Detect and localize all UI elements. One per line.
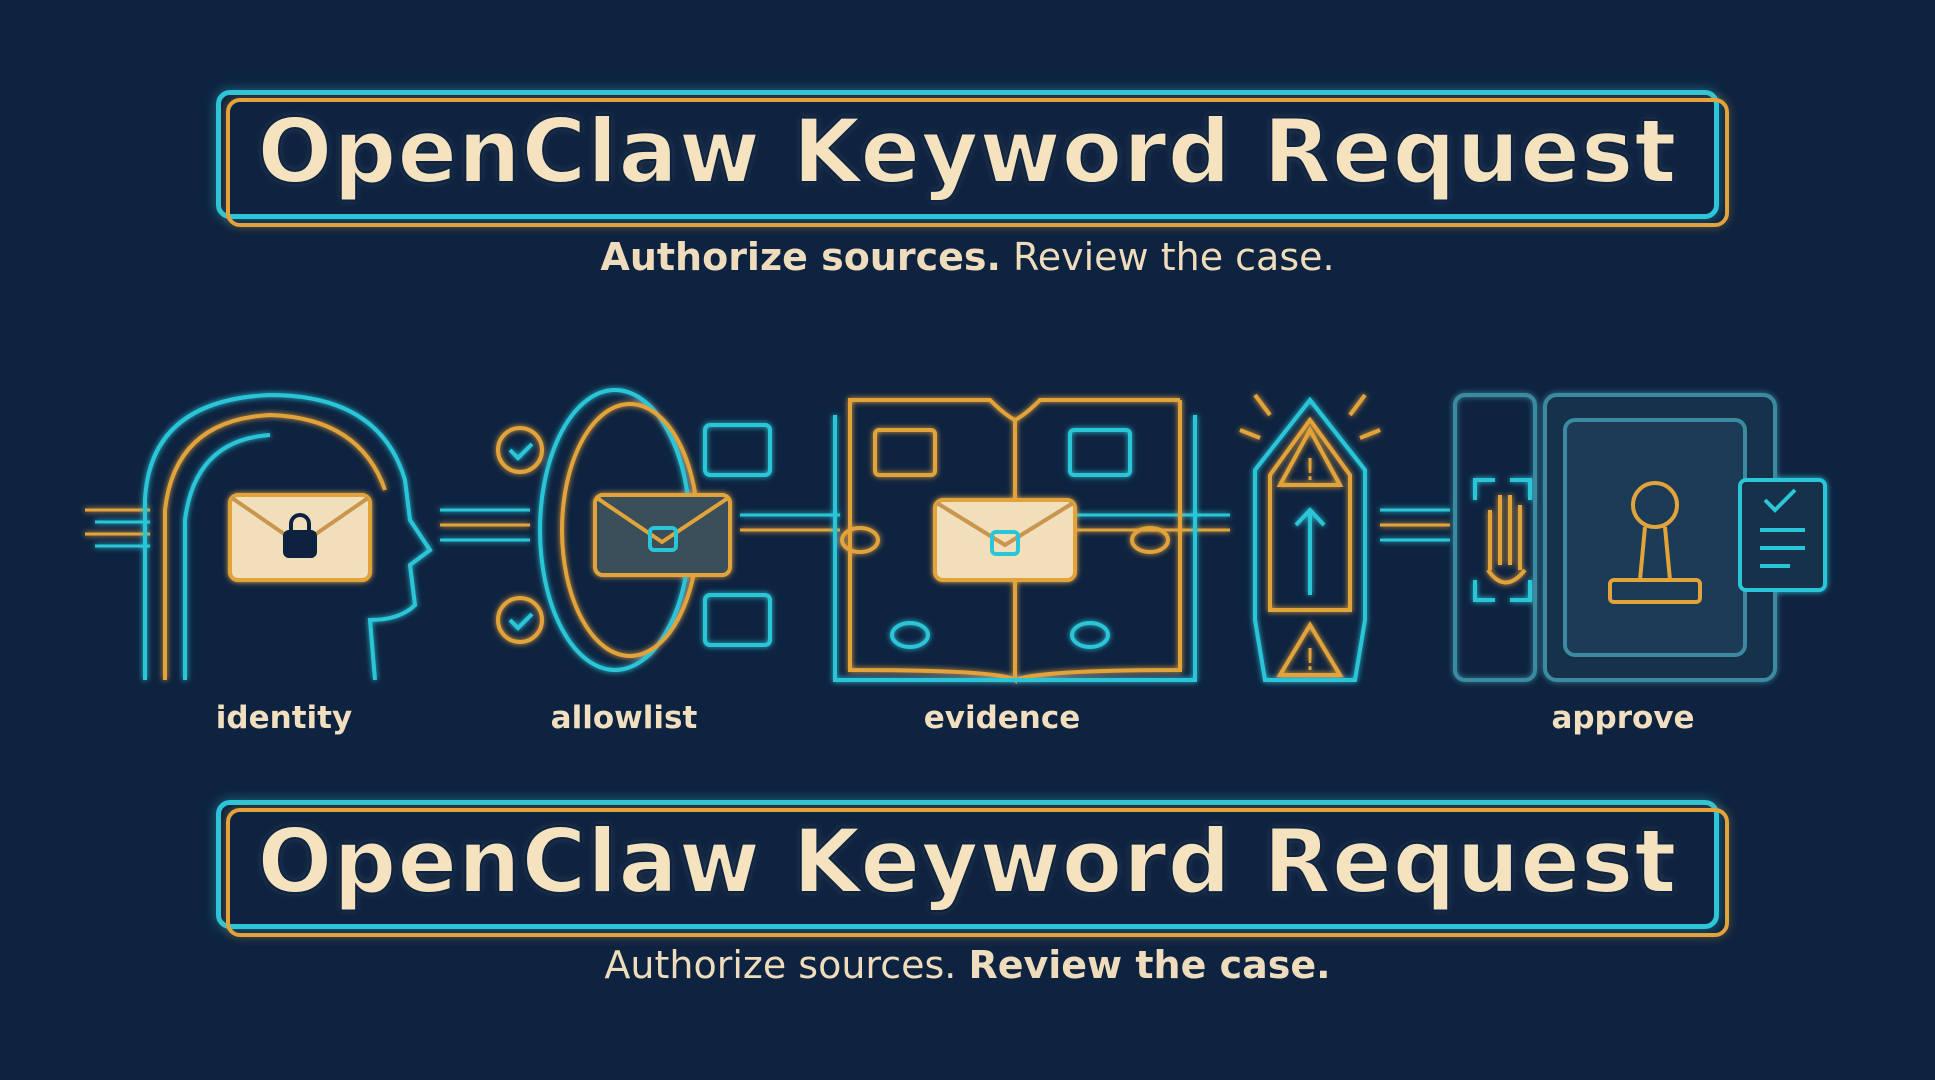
header-bottom: OpenClaw Keyword Request Authorize sourc… [0,800,1935,987]
svg-text:!: ! [1304,453,1316,488]
bottom-subtitle-part-1: Authorize sources. [604,943,957,987]
step-label-allowlist: allowlist [550,700,698,736]
warning-escalation-icon: ! ! [1239,393,1381,682]
flow-illustration: ! ! [85,388,1827,684]
subtitle-part-1: Authorize sources. [600,235,1001,279]
page-subtitle: Authorize sources. Review the case. [0,235,1935,279]
bottom-subtitle-part-2: Review the case. [968,943,1331,987]
step-label-evidence: evidence [923,700,1081,736]
allowlist-icon [496,388,772,672]
approve-icon [1453,393,1827,682]
title-frame-bottom: OpenClaw Keyword Request [215,800,1730,937]
evidence-icon [833,398,1197,684]
page-title: OpenClaw Keyword Request [257,99,1678,204]
bottom-title: OpenClaw Keyword Request [257,809,1678,914]
subtitle-part-2: Review the case. [1013,235,1335,279]
header-top: OpenClaw Keyword Request Authorize sourc… [0,90,1935,279]
title-frame-top: OpenClaw Keyword Request [215,90,1730,227]
step-label-identity: identity [215,700,353,736]
svg-text:!: ! [1304,643,1316,678]
process-flow: ! ! identity allowlist evidence approve [0,380,1935,736]
bottom-subtitle: Authorize sources. Review the case. [0,943,1935,987]
identity-icon [143,392,433,681]
step-label-approve: approve [1551,700,1695,736]
